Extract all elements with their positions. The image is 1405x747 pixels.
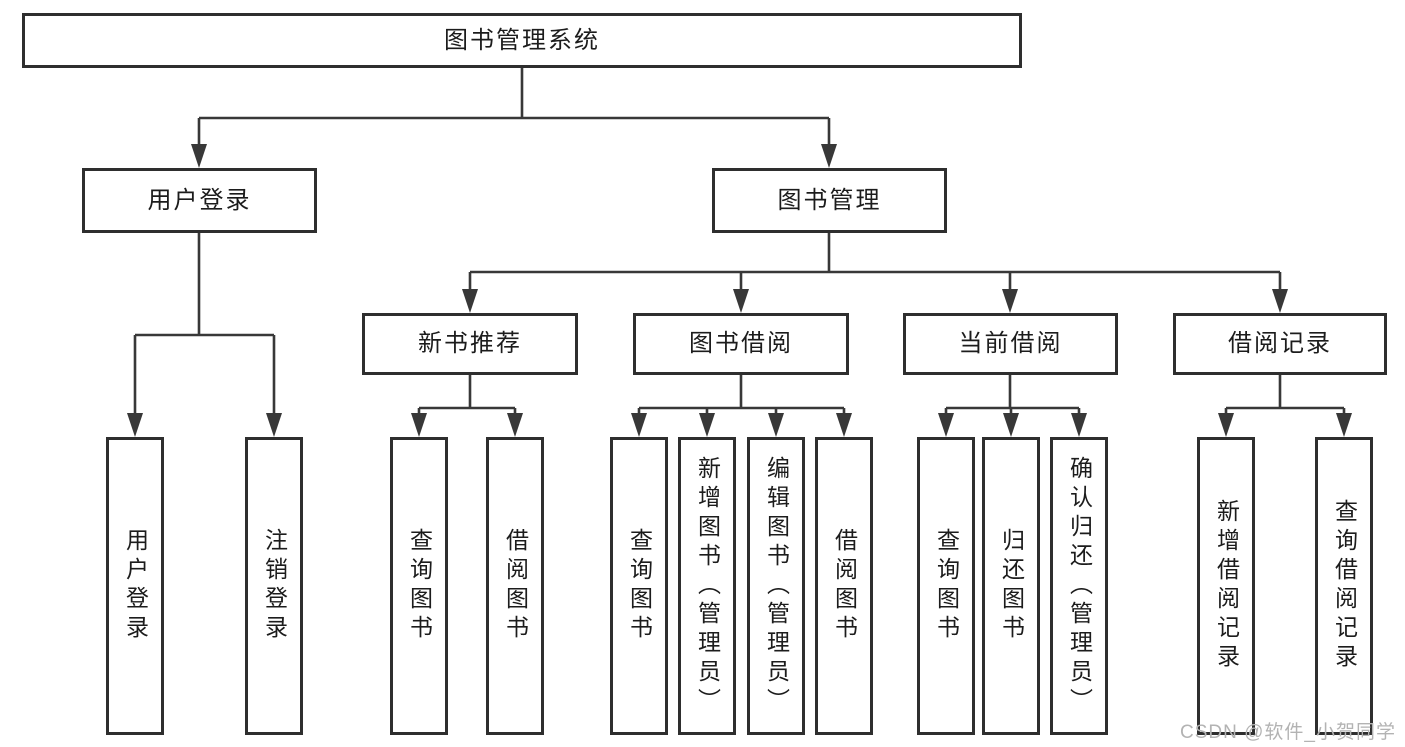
leaf-add-borrow-record: 新增借阅记录	[1197, 437, 1255, 735]
node-user-login: 用户登录	[82, 168, 317, 233]
node-root: 图书管理系统	[22, 13, 1022, 68]
leaf-query-books-borrowing: 查询图书	[610, 437, 668, 735]
leaf-user-login: 用户登录	[106, 437, 164, 735]
leaf-query-borrow-record: 查询借阅记录	[1315, 437, 1373, 735]
leaf-logout: 注销登录	[245, 437, 303, 735]
node-current-borrowing: 当前借阅	[903, 313, 1118, 375]
node-borrow-records: 借阅记录	[1173, 313, 1387, 375]
node-book-borrowing: 图书借阅	[633, 313, 849, 375]
leaf-edit-book-admin: 编辑图书（管理员）	[747, 437, 805, 735]
leaf-confirm-return-admin: 确认归还（管理员）	[1050, 437, 1108, 735]
node-book-management: 图书管理	[712, 168, 947, 233]
leaf-borrow-books-recommend: 借阅图书	[486, 437, 544, 735]
leaf-borrow-books-borrowing: 借阅图书	[815, 437, 873, 735]
csdn-watermark: CSDN @软件_小贺同学	[1180, 722, 1396, 743]
leaf-query-books-recommend: 查询图书	[390, 437, 448, 735]
node-new-book-recommend: 新书推荐	[362, 313, 578, 375]
leaf-return-book: 归还图书	[982, 437, 1040, 735]
leaf-add-book-admin: 新增图书（管理员）	[678, 437, 736, 735]
leaf-query-books-current: 查询图书	[917, 437, 975, 735]
